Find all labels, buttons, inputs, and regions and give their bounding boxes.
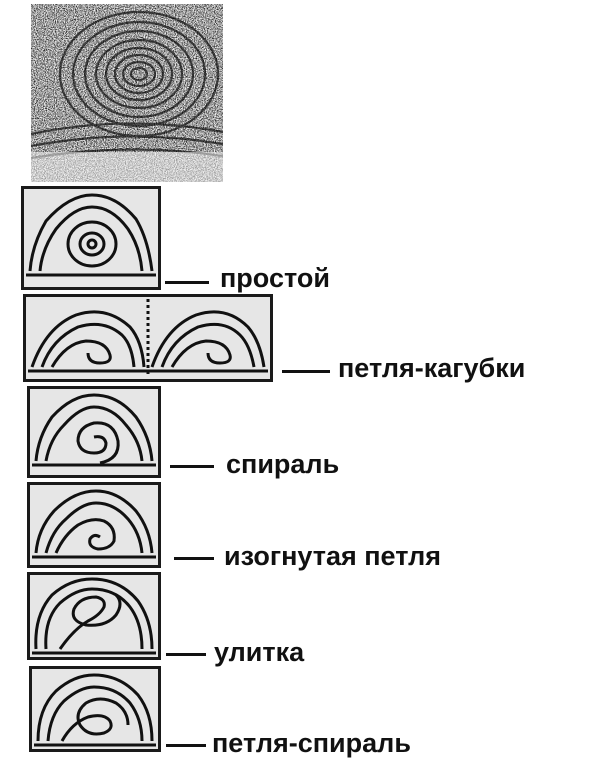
pattern-kagubki-tile — [23, 294, 273, 382]
pattern-bent-loop-tile — [27, 482, 161, 568]
pattern-simple-drawing — [26, 193, 156, 277]
leader-line-kagubki — [282, 370, 330, 373]
label-spiral: спираль — [226, 449, 340, 479]
pattern-snail-tile — [27, 572, 161, 660]
leader-line-spiral — [170, 465, 214, 468]
leader-line-simple — [165, 281, 209, 284]
leader-line-snail — [166, 653, 206, 656]
pattern-bent-loop-drawing — [32, 489, 156, 559]
pattern-simple-tile — [21, 186, 161, 290]
pattern-loop-spiral-drawing — [34, 673, 156, 747]
pattern-spiral-drawing — [32, 393, 156, 467]
label-simple: простой — [220, 263, 330, 293]
label-bent-loop: изогнутая петля — [224, 541, 441, 571]
label-snail: улитка — [214, 637, 305, 667]
label-loop-spiral: петля-спираль — [212, 728, 411, 758]
pattern-kagubki-drawing — [28, 299, 268, 377]
leader-line-loop-spiral — [166, 744, 206, 747]
label-kagubki: петля-кагубки — [338, 353, 526, 383]
fingerprint-photo — [30, 4, 224, 182]
pattern-spiral-tile — [27, 386, 161, 478]
leader-line-bent-loop — [174, 557, 214, 560]
pattern-snail-drawing — [32, 577, 156, 655]
fingerprint-texture — [30, 4, 224, 182]
pattern-loop-spiral-tile — [29, 666, 161, 752]
